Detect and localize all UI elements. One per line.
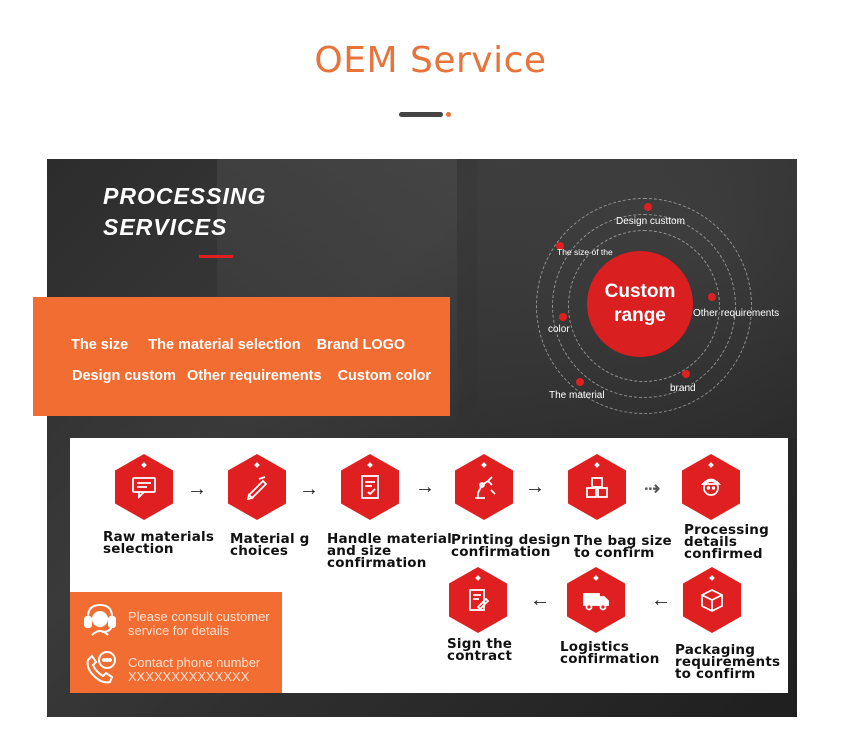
flow-arrow-left: ←: [651, 589, 671, 611]
consult-line-2: service for details: [128, 623, 230, 638]
flow-arrow-right: →: [187, 478, 207, 500]
package-icon: [683, 567, 741, 633]
option-material-selection: The material selection: [148, 337, 301, 353]
consult-text: Please consult customer service for deta…: [128, 610, 270, 638]
orbit-label-brand: brand: [670, 383, 696, 394]
title-divider-dot: [446, 112, 451, 117]
heading-line-1: PROCESSING: [103, 183, 267, 209]
document-icon: [341, 454, 399, 520]
flow-arrow-right: →: [415, 476, 435, 498]
step-label: Logistics confirmation: [560, 639, 660, 667]
orbit-label-size: The size of the: [557, 247, 613, 257]
orbit-ring-inner: [568, 230, 720, 382]
chat-icon: [115, 454, 173, 520]
option-custom-color: Custom color: [337, 368, 432, 384]
pencil-icon: [228, 454, 286, 520]
orbit-dot: [559, 313, 567, 321]
flow-arrow-left: ←: [530, 589, 550, 611]
step-label: Sign the contract: [447, 636, 513, 664]
phone-number[interactable]: XXXXXXXXXXXXXX: [128, 669, 250, 684]
processing-services-heading: PROCESSING SERVICES: [103, 181, 266, 243]
options-row-1: The size The material selection Brand LO…: [71, 337, 417, 353]
phone-line-1: Contact phone number: [128, 655, 261, 670]
orbit-dot: [644, 203, 652, 211]
options-row-2: Design custom Other requirements Custom …: [72, 368, 443, 384]
service-options-box: The size The material selection Brand LO…: [33, 297, 450, 416]
option-size: The size: [71, 337, 129, 353]
step-label: Processing details confirmed: [684, 522, 769, 562]
orbit-dot: [556, 242, 564, 250]
step-label: Packaging requirements to confirm: [675, 642, 781, 682]
page-title: OEM Service: [314, 40, 547, 81]
step-label: Material g choices: [230, 531, 310, 559]
orbit-dot: [682, 370, 690, 378]
custom-range-diagram: Custom range Design custtom The size of …: [536, 198, 779, 414]
flow-arrow-right: ⇢: [644, 478, 661, 500]
phone-chat-icon: [86, 651, 116, 684]
step-label: Handle material and size confirmation: [327, 531, 452, 571]
step-label: The bag size to confirm: [574, 533, 672, 561]
option-brand-logo: Brand LOGO: [316, 337, 406, 353]
heading-line-2: SERVICES: [103, 214, 228, 240]
contract-icon: [449, 567, 507, 633]
phone-text: Contact phone number XXXXXXXXXXXXXX: [128, 656, 260, 684]
consult-line-1: Please consult customer: [128, 609, 270, 624]
heading-underline: [199, 255, 233, 258]
boxes-icon: [568, 454, 626, 520]
option-other-requirements: Other requirements: [186, 368, 322, 384]
option-design-custom: Design custom: [72, 368, 176, 384]
orbit-label-material: The material: [549, 390, 605, 401]
truck-icon: [567, 567, 625, 633]
orbit-dot: [576, 378, 584, 386]
flow-arrow-right: →: [299, 478, 319, 500]
orbit-ring-outer: [536, 198, 752, 414]
orbit-dot: [708, 293, 716, 301]
orbit-label-other: Other requirements: [693, 308, 780, 319]
contact-box: Please consult customer service for deta…: [70, 592, 282, 693]
title-divider: [399, 112, 443, 117]
robot-arm-icon: [455, 454, 513, 520]
customer-service-icon: [84, 603, 116, 636]
worker-icon: [682, 454, 740, 520]
orbit-label-color: color: [548, 324, 570, 335]
flow-arrow-right: →: [525, 476, 545, 498]
orbit-label-design: Design custtom: [616, 216, 685, 227]
custom-range-core: Custom range: [587, 251, 693, 357]
orbit-ring-middle: [552, 214, 736, 398]
step-label: Raw materials selection: [103, 529, 215, 557]
step-label: Printing design confirmation: [451, 532, 571, 560]
